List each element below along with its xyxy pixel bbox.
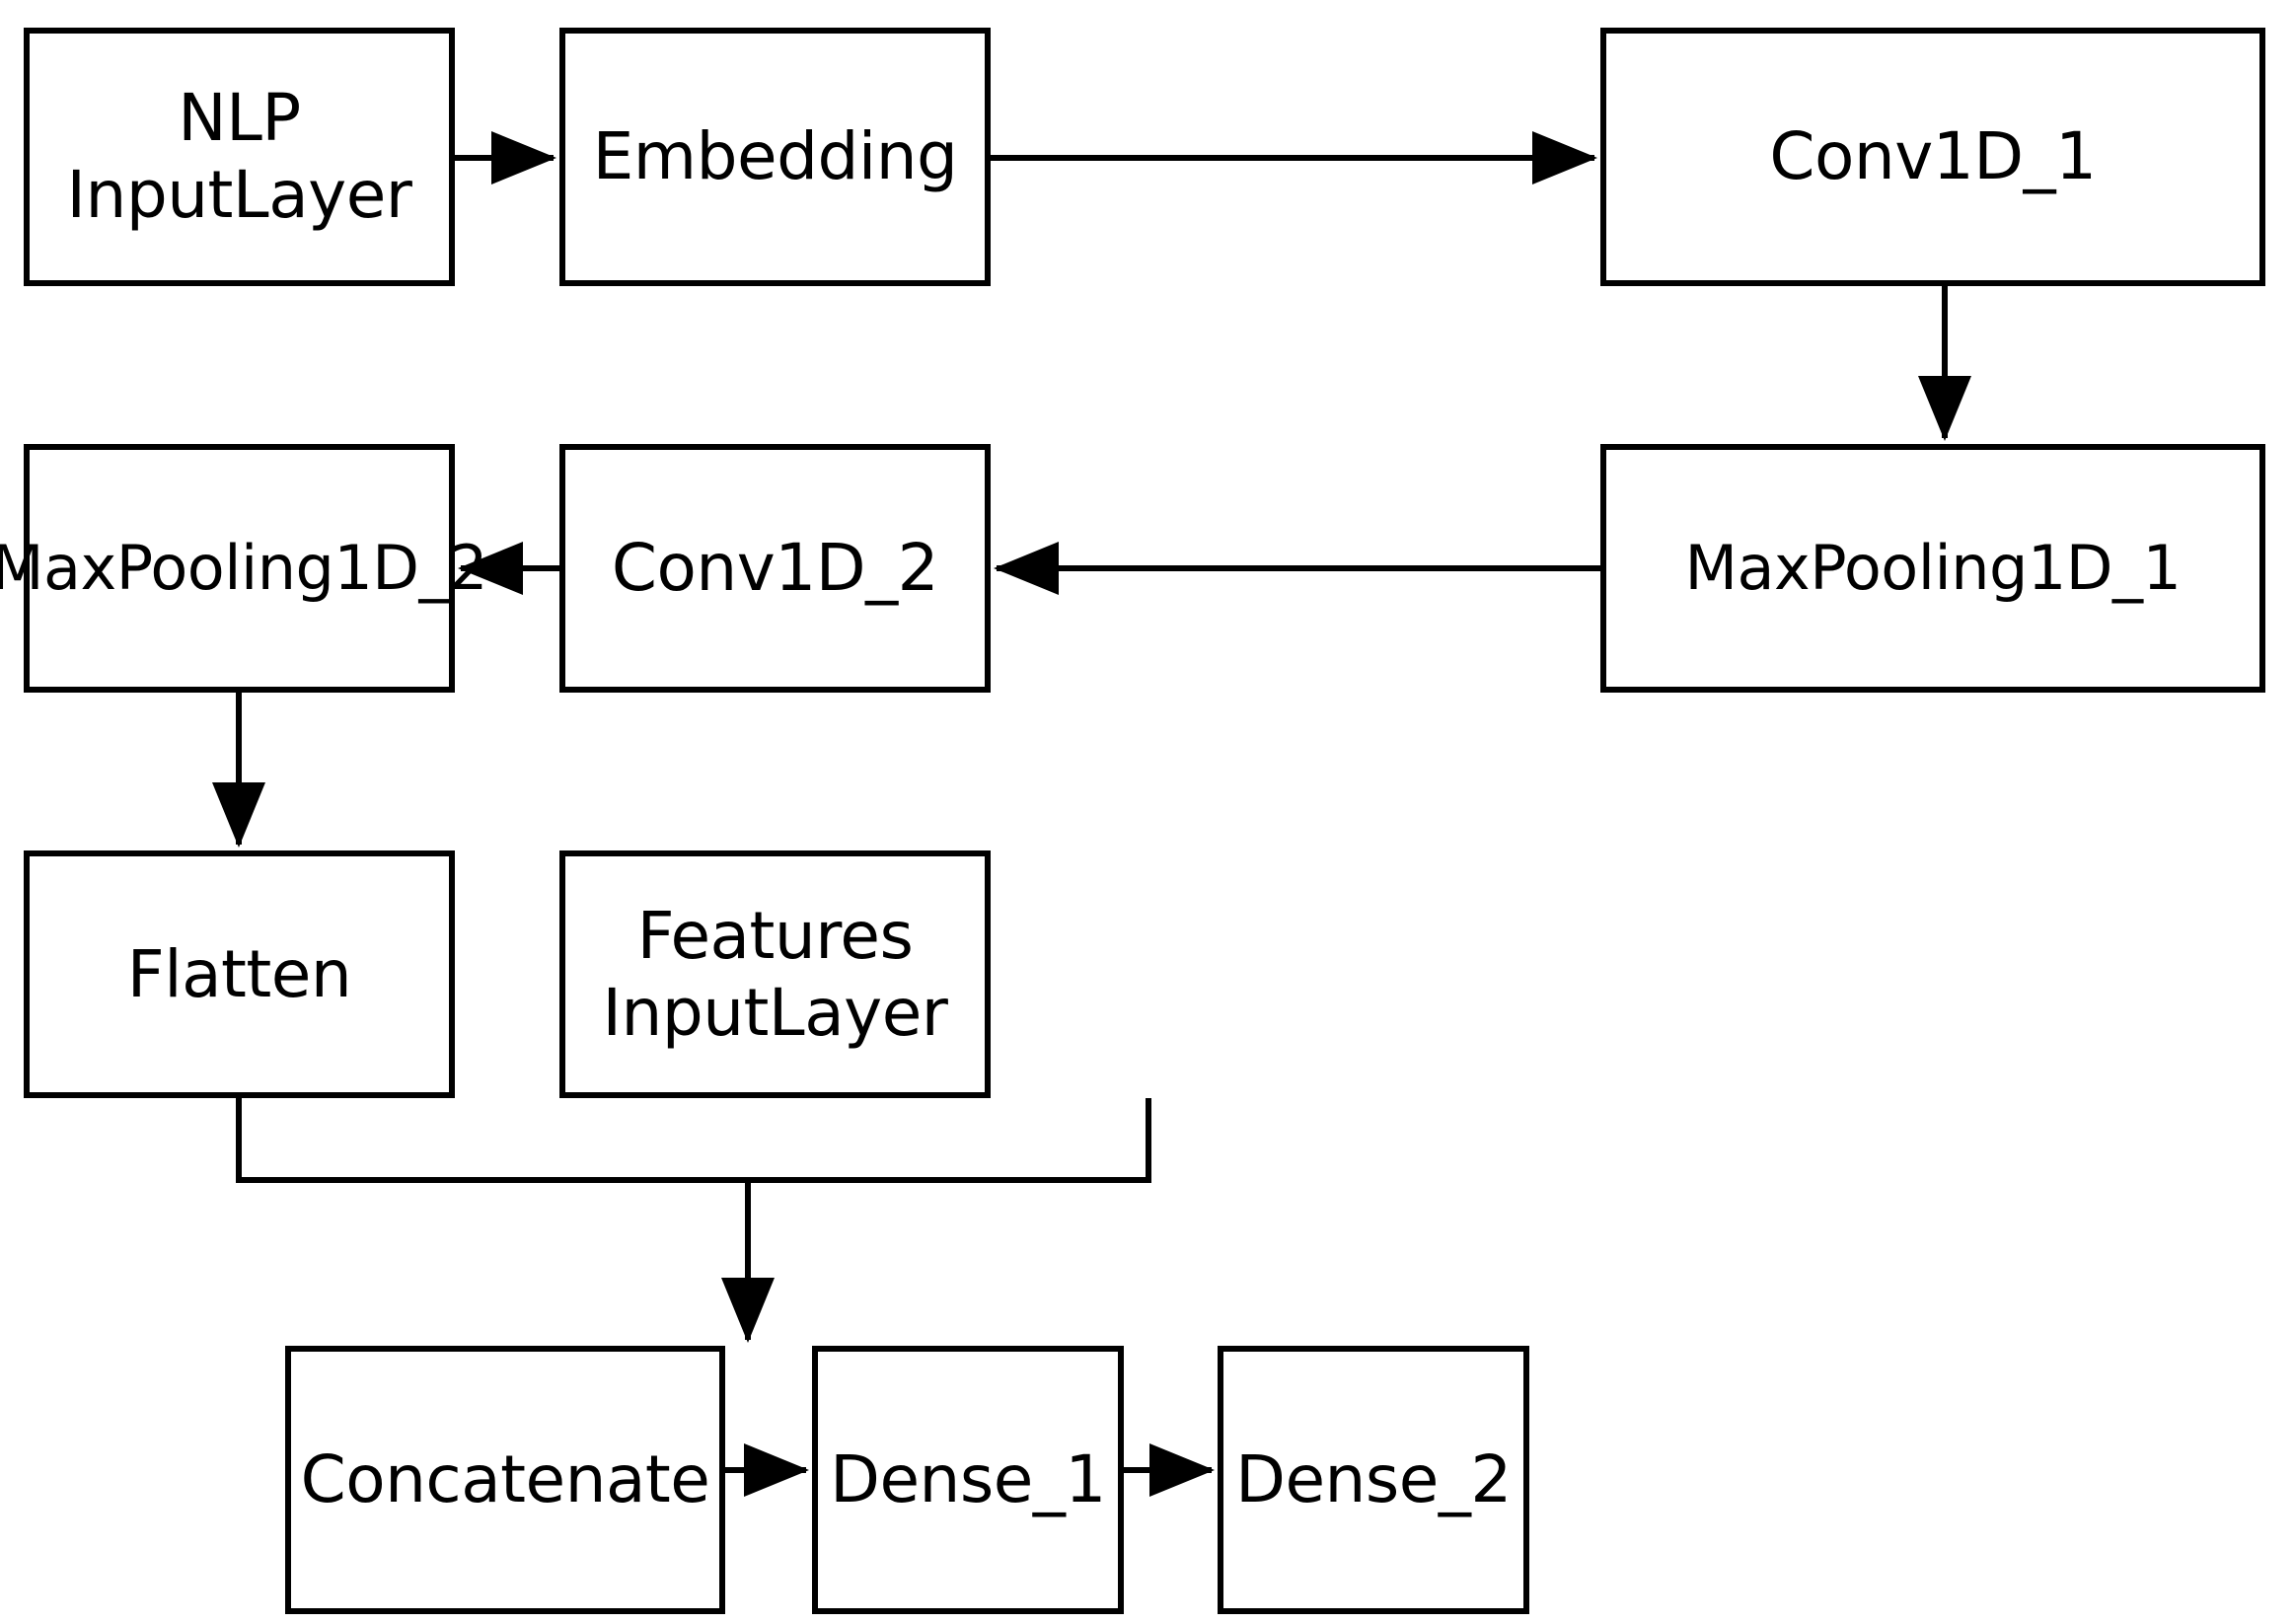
node-maxpooling1d-2[interactable]: MaxPooling1D_2 (0, 444, 487, 693)
node-flatten-label: Flatten (126, 935, 352, 1012)
node-nlp-inputlayer[interactable]: NLP InputLayer (24, 28, 455, 286)
node-dense-2[interactable]: Dense_2 (1218, 1346, 1529, 1614)
edge-flatten-to-concatenate (236, 1098, 748, 1183)
node-dense-2-label: Dense_2 (1235, 1441, 1512, 1518)
node-features-inputlayer-label: Features InputLayer (602, 897, 948, 1051)
edge-features-input-to-concatenate (748, 1098, 1151, 1183)
node-embedding-label: Embedding (592, 118, 958, 195)
node-nlp-inputlayer-label: NLP InputLayer (66, 80, 412, 233)
node-conv1d-2-label: Conv1D_2 (611, 530, 939, 607)
node-concatenate[interactable]: Concatenate (285, 1346, 725, 1614)
node-flatten[interactable]: Flatten (24, 850, 455, 1098)
node-dense-1-label: Dense_1 (830, 1441, 1106, 1518)
node-embedding[interactable]: Embedding (559, 28, 991, 286)
node-maxpooling1d-1[interactable]: MaxPooling1D_1 (1600, 444, 2265, 693)
node-maxpooling1d-2-label: MaxPooling1D_2 (0, 532, 487, 605)
node-features-inputlayer[interactable]: Features InputLayer (559, 850, 991, 1098)
node-concatenate-label: Concatenate (300, 1441, 710, 1518)
node-conv1d-2[interactable]: Conv1D_2 (559, 444, 991, 693)
node-dense-1[interactable]: Dense_1 (812, 1346, 1124, 1614)
node-maxpooling1d-1-label: MaxPooling1D_1 (1684, 532, 2182, 605)
node-conv1d-1[interactable]: Conv1D_1 (1600, 28, 2265, 286)
node-conv1d-1-label: Conv1D_1 (1769, 118, 2097, 195)
